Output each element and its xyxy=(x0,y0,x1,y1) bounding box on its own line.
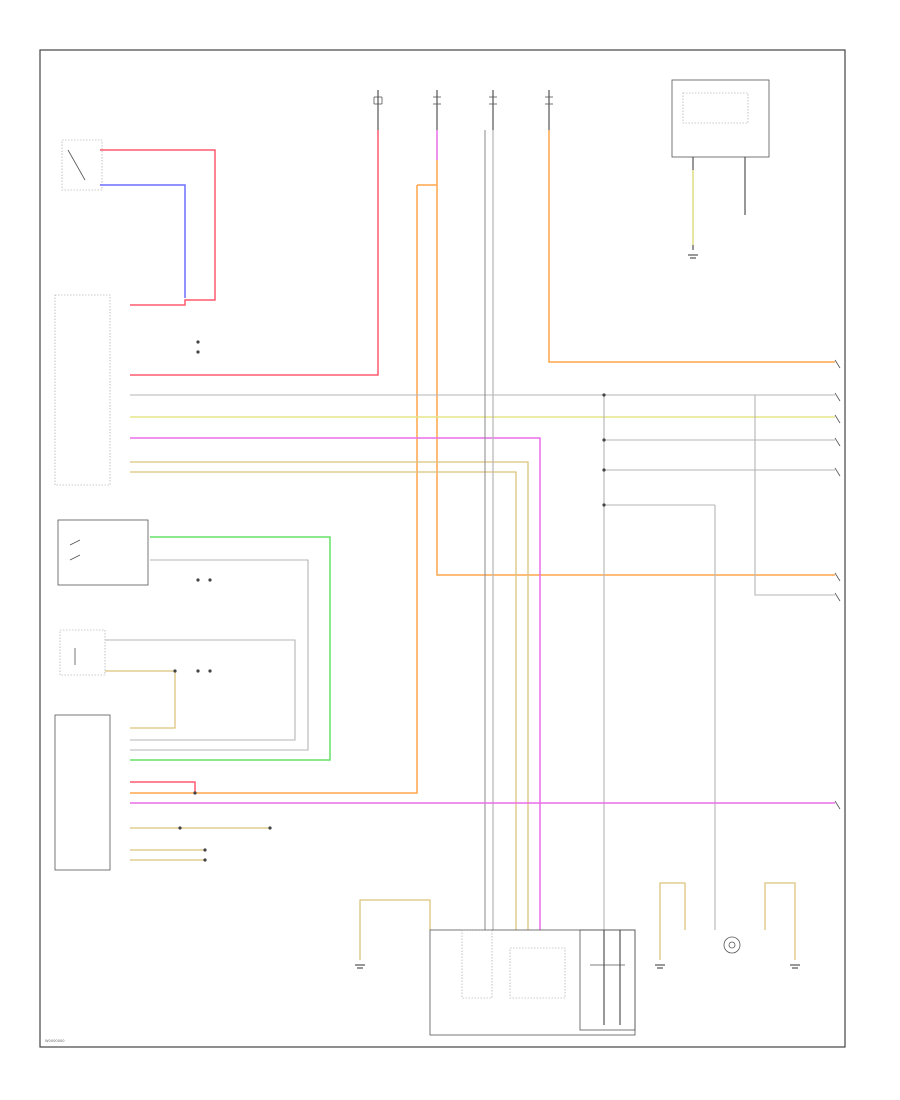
fuse-group xyxy=(373,90,553,130)
diagram-frame xyxy=(39,49,846,1048)
junction-dots xyxy=(173,393,606,795)
wire-tan-2 xyxy=(130,471,517,930)
lamp-icon xyxy=(723,936,741,954)
junction-dot xyxy=(173,669,177,673)
front-passenger-seat-switch xyxy=(59,629,106,676)
wire-red-combo xyxy=(100,149,216,306)
top-right-module xyxy=(671,79,770,259)
wire-orange-return xyxy=(130,185,418,794)
wire-tan-seat xyxy=(105,670,176,729)
wire-tan-lower-right-1 xyxy=(659,882,686,960)
junction-dot xyxy=(602,393,606,397)
ground-icon xyxy=(655,964,665,969)
ground-icon xyxy=(355,964,365,969)
fuse-2 xyxy=(433,90,441,130)
fuse-1 xyxy=(373,90,383,130)
ground-icon xyxy=(790,964,800,969)
wire-green xyxy=(130,536,331,761)
wire-tan-lower-right-2 xyxy=(764,882,796,960)
front-passenger-switch xyxy=(57,519,149,586)
connector-markers xyxy=(178,340,272,862)
wire-orange-fuse4 xyxy=(548,130,835,363)
wire-red-fuse1 xyxy=(130,130,379,376)
main-control-module xyxy=(54,294,111,486)
footer-code: W0000000 xyxy=(45,1039,65,1043)
connector-icon xyxy=(178,340,272,862)
wire-gray-fps xyxy=(130,559,309,751)
combination-switch xyxy=(61,139,103,191)
wire-tan-1 xyxy=(130,461,529,930)
wires xyxy=(100,130,835,960)
front-passenger-module xyxy=(54,714,111,871)
wire-blue-combo xyxy=(100,184,186,298)
junction-dot xyxy=(602,503,606,507)
wire-red-module xyxy=(130,781,196,793)
instrument-cluster xyxy=(429,929,636,1036)
right-terminals xyxy=(834,359,841,810)
wire-gray-seat xyxy=(105,639,296,741)
ground-icon xyxy=(688,254,698,259)
wire-orange-fuse2 xyxy=(436,160,835,576)
fuse-4 xyxy=(545,90,553,130)
junction-dot xyxy=(193,791,197,795)
wire-gray-right-2 xyxy=(754,395,835,596)
switch-icon xyxy=(69,539,81,561)
junction-dot xyxy=(602,468,606,472)
junction-dot xyxy=(602,438,606,442)
fuse-3 xyxy=(489,90,497,130)
wire-tan-lower-left xyxy=(359,899,431,960)
wire-magenta-module xyxy=(130,437,541,930)
bottom-components xyxy=(355,929,800,1036)
